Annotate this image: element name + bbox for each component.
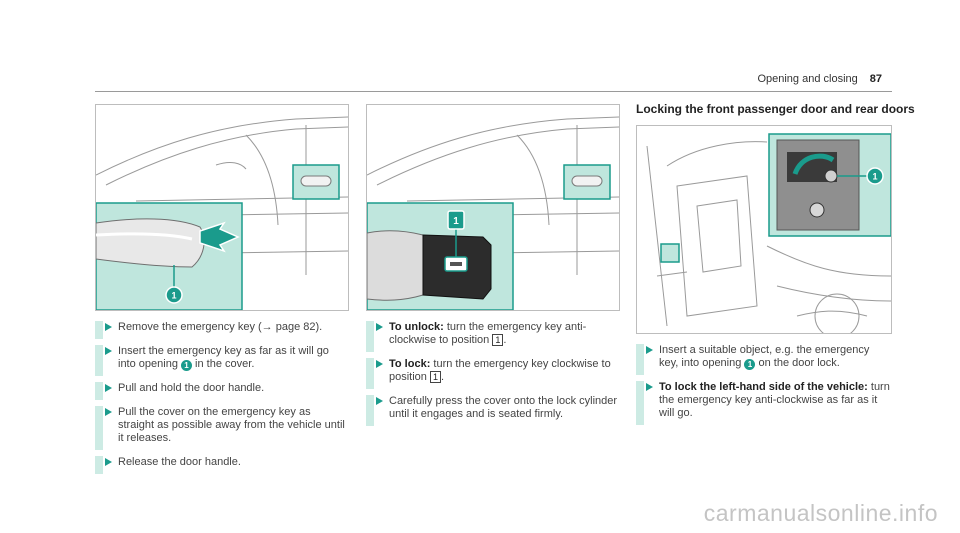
- door-lock-illustration: 1: [646, 133, 891, 333]
- figure-lock-cylinder: 1: [366, 104, 620, 311]
- pull-direction-arrow: [199, 221, 240, 253]
- section-title: Locking the front passenger door and rea…: [636, 102, 915, 116]
- step-text: Remove the emergency key (: [118, 321, 262, 333]
- step-arrow-icon: [376, 397, 383, 405]
- step-text: .: [503, 334, 507, 346]
- step-text: on the door lock.: [755, 357, 840, 369]
- step-text: turn the emergency key clockwise to posi…: [389, 358, 611, 383]
- step-text: Release the door handle.: [118, 456, 241, 468]
- step-arrow-icon: [646, 383, 653, 391]
- lock-cylinder-illustration: 1: [367, 116, 619, 310]
- step-heading: To lock the left-hand side of the vehicl…: [659, 381, 868, 393]
- position-number: 1: [429, 371, 441, 383]
- instructions-column-3: Insert a suitable object, e.g. the emerg…: [636, 344, 890, 431]
- instruction-step: To unlock: turn the emergency key anti-c…: [366, 321, 618, 352]
- step-arrow-icon: [105, 408, 112, 416]
- step-arrow-icon: [105, 323, 112, 331]
- page-link[interactable]: page 82).: [272, 321, 323, 333]
- step-text: Pull the cover on the emergency key as s…: [118, 406, 345, 444]
- step-arrow-icon: [105, 384, 112, 392]
- instruction-step: Remove the emergency key (→ page 82).: [95, 321, 347, 339]
- instruction-step: To lock the left-hand side of the vehicl…: [636, 381, 890, 425]
- callout-1-marker: [866, 167, 884, 185]
- door-handle-illustration: 1: [96, 116, 348, 310]
- step-arrow-icon: [646, 346, 653, 354]
- step-text: in the cover.: [192, 358, 255, 370]
- instruction-step: To lock: turn the emergency key clockwis…: [366, 358, 618, 389]
- callout-1-marker: [165, 286, 183, 304]
- running-header: Opening and closing 87: [757, 73, 882, 85]
- instructions-column-1: Remove the emergency key (→ page 82). In…: [95, 321, 347, 480]
- step-heading: To unlock:: [389, 321, 444, 333]
- step-text: turn the emergency key anti-clockwise to…: [389, 321, 587, 346]
- instruction-step: Pull and hold the door handle.: [95, 382, 347, 400]
- callout-1-label: 1: [171, 291, 176, 301]
- callout-1-label: 1: [453, 216, 459, 227]
- rotate-arrow: [792, 153, 835, 176]
- instruction-step: Release the door handle.: [95, 456, 347, 474]
- instructions-column-2: To unlock: turn the emergency key anti-c…: [366, 321, 618, 432]
- step-text: .: [441, 371, 445, 383]
- callout-1-marker: [447, 210, 465, 230]
- step-heading: To lock:: [389, 358, 431, 370]
- header-title: Opening and closing: [757, 73, 858, 85]
- step-text: Pull and hold the door handle.: [118, 382, 265, 394]
- callout-badge: 1: [181, 360, 192, 371]
- figure-door-lock: 1: [636, 125, 892, 334]
- step-arrow-icon: [105, 458, 112, 466]
- step-text: Carefully press the cover onto the lock …: [389, 395, 618, 420]
- step-arrow-icon: [376, 323, 383, 331]
- instruction-step: Pull the cover on the emergency key as s…: [95, 406, 347, 450]
- instruction-step: Insert a suitable object, e.g. the emerg…: [636, 344, 890, 375]
- step-arrow-icon: [105, 347, 112, 355]
- callout-1-label: 1: [872, 172, 877, 182]
- step-text: turn the emergency key anti-clockwise as…: [659, 381, 890, 419]
- instruction-step: Carefully press the cover onto the lock …: [366, 395, 618, 426]
- step-text: Insert the emergency key as far as it wi…: [118, 345, 329, 370]
- figure-emergency-key-cover: 1: [95, 104, 349, 311]
- lock-detail-marker: [660, 243, 680, 263]
- step-arrow-icon: [376, 360, 383, 368]
- watermark: carmanualsonline.info: [703, 500, 938, 526]
- page-number: 87: [869, 73, 882, 85]
- header-rule: [95, 91, 892, 92]
- step-text: Insert a suitable object, e.g. the emerg…: [659, 344, 870, 369]
- instruction-step: Insert the emergency key as far as it wi…: [95, 345, 347, 376]
- callout-badge: 1: [744, 359, 756, 370]
- position-number: 1: [492, 334, 504, 346]
- cross-reference-arrow-icon: →: [261, 321, 273, 333]
